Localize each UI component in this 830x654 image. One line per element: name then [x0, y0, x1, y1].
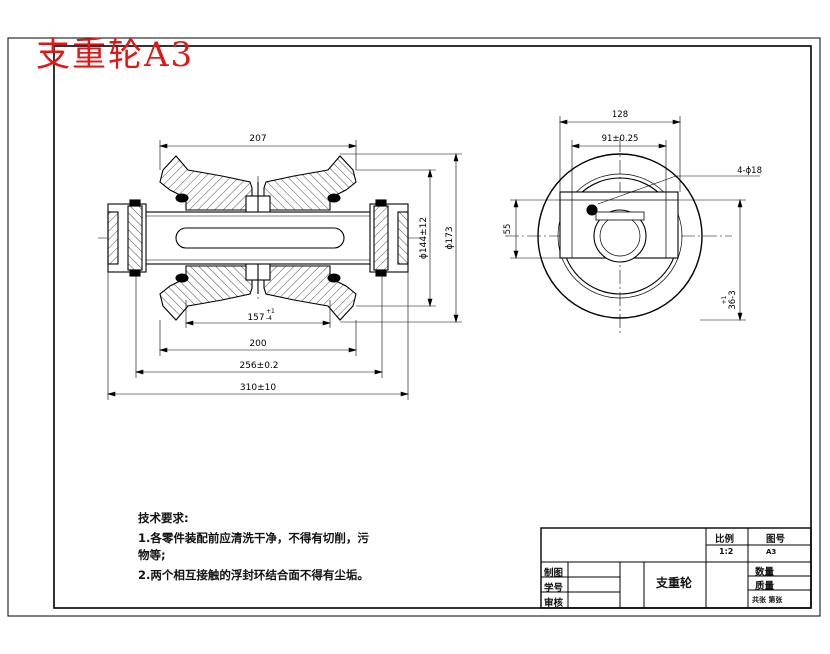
roller-upper-right [263, 155, 357, 211]
tb-student-label: 学号 [544, 583, 564, 594]
dim-55: 55 [503, 224, 513, 235]
tb-qty-label: 数量 [755, 567, 775, 578]
tb-drawing-no-label: 图号 [766, 534, 786, 545]
tb-drawing-no-value: A3 [766, 548, 777, 556]
roller-outer-circle [537, 153, 703, 319]
notes-line-1: 1.各零件装配前应清洗干净，不得有切削，污 [138, 531, 369, 545]
dim-310: 310±10 [240, 383, 276, 393]
side-view [505, 138, 732, 336]
front-dimension-lines [106, 140, 462, 400]
tb-sheet-text: 共张 第张 [752, 596, 783, 604]
notes-line-2: 物等; [138, 548, 166, 562]
tb-drawn-label: 制图 [544, 568, 564, 579]
notes-line-3: 2.两个相互接触的浮封环结合面不得有尘垢。 [138, 568, 369, 582]
dim-157-tol-up: +1 [266, 308, 275, 315]
front-section-view [98, 155, 420, 321]
shaft-keyway [175, 227, 345, 249]
notes-heading: 技术要求: [138, 511, 189, 525]
tb-part-name: 支重轮 [656, 576, 693, 590]
drawing-title-stamp: 支重轮A3 [36, 35, 195, 75]
tb-review-label: 审核 [544, 598, 564, 609]
side-dimension-labels: 128 91±0.25 4-ϕ18 55 36-3 +1 [503, 110, 762, 310]
dim-128: 128 [612, 110, 628, 120]
tb-scale-label: 比例 [715, 534, 735, 545]
roller-upper-left [159, 155, 253, 211]
dim-4-dia18: 4-ϕ18 [737, 166, 762, 176]
shaft-circle [593, 209, 647, 263]
dim-256: 256±0.2 [239, 361, 278, 371]
tb-weight-label: 质量 [755, 581, 775, 592]
technical-requirements: 技术要求: 1.各零件装配前应清洗干净，不得有切削，污 物等; 2.两个相互接触… [138, 508, 369, 585]
outer-border [7, 37, 821, 617]
dim-207: 207 [249, 134, 266, 144]
title-block-grid [540, 527, 812, 609]
dim-36-tol: +1 [721, 295, 728, 304]
front-dimension-labels: 207 157 +1 -4 200 256±0.2 310±10 ϕ144±12… [239, 134, 455, 393]
dim-157-tol-low: -4 [266, 315, 272, 322]
dim-dia144: ϕ144±12 [419, 217, 429, 259]
bolt-hole [586, 204, 598, 216]
dim-91: 91±0.25 [602, 134, 639, 144]
dim-dia173: ϕ173 [445, 226, 455, 249]
side-dimension-lines [510, 116, 760, 322]
roller-lower-right [263, 265, 357, 321]
dim-36: 36-3 [728, 290, 738, 309]
inner-border [53, 45, 812, 609]
roller-lower-left [159, 265, 253, 321]
dim-157: 157 [247, 313, 264, 323]
tb-scale-value: 1:2 [719, 547, 734, 556]
dim-200: 200 [249, 339, 266, 349]
